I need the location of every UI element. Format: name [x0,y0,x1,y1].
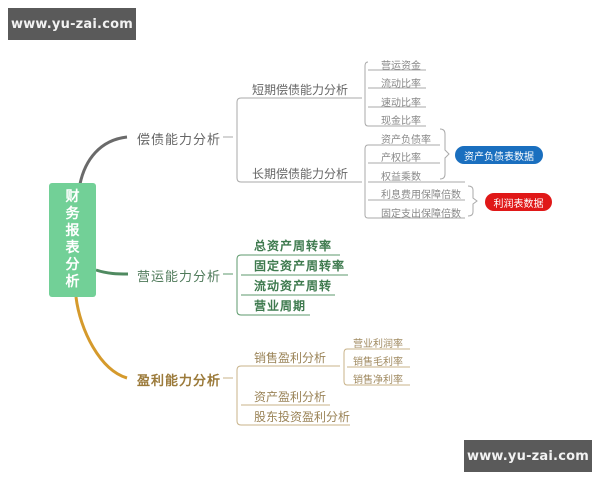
badge-balance-sheet[interactable]: 资产负债表数据 [455,146,543,164]
leaf-item[interactable]: 资产盈利分析 [254,390,327,404]
leaf-item[interactable]: 权益乘数 [381,172,421,183]
root-node[interactable]: 财 务 报 表 分 析 [49,183,96,297]
leaf-item[interactable]: 销售净利率 [353,375,403,386]
node-sales-profit[interactable]: 销售盈利分析 [254,351,327,365]
branch-solvency[interactable]: 偿债能力分析 [137,133,222,148]
root-char: 报 [65,223,80,239]
leaf-item[interactable]: 速动比率 [381,98,421,109]
leaf-item[interactable]: 销售毛利率 [353,357,403,368]
root-char: 务 [65,206,80,222]
node-short-term[interactable]: 短期偿债能力分析 [252,83,349,97]
root-char: 表 [65,240,80,256]
leaf-item[interactable]: 股东投资盈利分析 [254,410,351,424]
node-long-term[interactable]: 长期偿债能力分析 [252,167,349,181]
leaf-item[interactable]: 利息费用保障倍数 [381,190,461,201]
leaf-item[interactable]: 营运资金 [381,61,421,72]
leaf-item[interactable]: 固定支出保障倍数 [381,209,461,220]
leaf-item[interactable]: 流动比率 [381,79,421,90]
branch-profitability[interactable]: 盈利能力分析 [137,374,222,389]
branch-operating[interactable]: 营运能力分析 [137,270,222,285]
leaf-item[interactable]: 流动资产周转 [254,279,333,293]
badge-income-statement[interactable]: 利润表数据 [485,193,552,211]
leaf-item[interactable]: 固定资产周转率 [254,259,346,273]
watermark-top: www.yu-zai.com [8,8,136,40]
leaf-item[interactable]: 现金比率 [381,116,421,127]
root-char: 分 [65,257,80,273]
watermark-bottom: www.yu-zai.com [464,440,592,472]
leaf-item[interactable]: 营业利润率 [353,339,403,350]
leaf-item[interactable]: 营业周期 [254,299,307,313]
root-char: 财 [65,189,80,205]
leaf-item[interactable]: 资产负债率 [381,135,431,146]
root-char: 析 [65,274,80,290]
leaf-item[interactable]: 总资产周转率 [254,239,333,253]
leaf-item[interactable]: 产权比率 [381,153,421,164]
